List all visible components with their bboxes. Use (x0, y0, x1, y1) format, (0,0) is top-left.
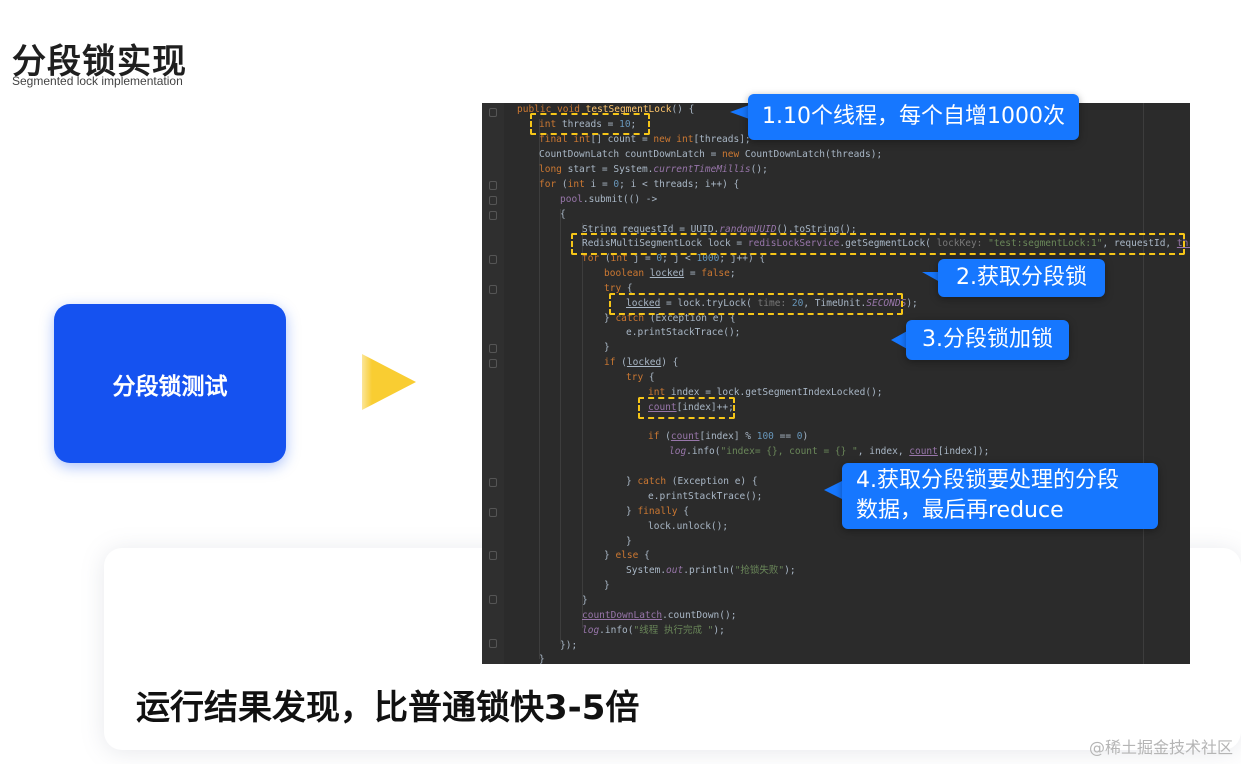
callout-4-pointer (824, 480, 844, 500)
watermark: @稀土掘金技术社区 (1088, 738, 1233, 757)
callout-3-text: 3.分段锁加锁 (922, 327, 1053, 352)
highlight-get-segment-lock (571, 233, 1185, 255)
arrow-fade (352, 354, 372, 410)
code-line: CountDownLatch countDownLatch = new Coun… (539, 149, 883, 160)
highlight-try-lock (609, 293, 903, 315)
fold-marker-icon (489, 359, 497, 368)
code-line: int threads = 10; (539, 119, 637, 130)
code-line: } (626, 536, 632, 547)
callout-4-text-line2: 数据，最后再reduce (856, 498, 1064, 523)
indent-guide (539, 119, 540, 659)
test-box-label: 分段锁测试 (112, 373, 228, 400)
callout-2-text: 2.获取分段锁 (956, 265, 1087, 290)
code-line: }); (560, 640, 578, 651)
code-gutter (482, 103, 504, 664)
code-line: } catch (Exception e) { (626, 476, 758, 487)
code-line: } (582, 595, 588, 606)
highlight-count-increment (638, 397, 735, 419)
fold-marker-icon (489, 595, 497, 604)
fold-marker-icon (489, 551, 497, 560)
fold-marker-icon (489, 108, 497, 117)
code-line: try { (626, 372, 655, 383)
fold-marker-icon (489, 181, 497, 190)
code-line: lock.unlock(); (648, 521, 729, 532)
fold-marker-icon (489, 639, 497, 648)
fold-marker-icon (489, 344, 497, 353)
code-line: log.info("线程 执行完成 "); (582, 625, 725, 636)
callout-3-pointer (891, 330, 909, 350)
callout-threads: 1.10个线程，每个自增1000次 (748, 94, 1079, 140)
code-line: int index = lock.getSegmentIndexLocked()… (648, 387, 883, 398)
callout-4-text-line1: 4.获取分段锁要处理的分段 (856, 468, 1119, 493)
code-line: System.out.println("抢锁失败"); (626, 565, 796, 576)
fold-marker-icon (489, 211, 497, 220)
code-line: count[index]++; (648, 402, 734, 413)
callout-2-pointer (922, 272, 940, 282)
code-line: try { (604, 283, 633, 294)
fold-marker-icon (489, 508, 497, 517)
callout-get-lock: 2.获取分段锁 (938, 259, 1105, 297)
code-line: e.printStackTrace(); (648, 491, 763, 502)
code-line: String requestId = UUID.randomUUID().toS… (582, 224, 857, 235)
code-line: } catch (Exception e) { (604, 313, 736, 324)
fold-marker-icon (489, 478, 497, 487)
code-line: countDownLatch.countDown(); (582, 610, 737, 621)
code-line: if (locked) { (604, 357, 679, 368)
page-title: 分段锁实现 (12, 42, 187, 82)
page-subtitle: Segmented lock implementation (12, 74, 183, 88)
code-line: log.info("index= {}, count = {} ", index… (669, 446, 990, 457)
code-line: long start = System.currentTimeMillis(); (539, 164, 768, 175)
code-line: } finally { (626, 506, 689, 517)
result-text: 运行结果发现，比普通锁快3-5倍 (136, 688, 640, 728)
callout-1-text: 1.10个线程，每个自增1000次 (762, 104, 1065, 129)
code-line: final int[] count = new int[threads]; (539, 134, 751, 145)
code-line: for (int j = 0; j < 1000; j++) { (582, 253, 766, 264)
code-line: pool.submit(() -> (560, 194, 658, 205)
fold-marker-icon (489, 285, 497, 294)
code-screenshot: public void testSegmentLock() { int thre… (482, 103, 1190, 664)
code-line: for (int i = 0; i < threads; i++) { (539, 179, 740, 190)
code-line: public void testSegmentLock() { (517, 104, 695, 115)
code-line: locked = lock.tryLock( time: 20, TimeUni… (626, 298, 918, 309)
code-line: } (604, 580, 610, 591)
right-margin-line (1143, 103, 1144, 664)
callout-1-pointer (730, 104, 752, 120)
code-line: boolean locked = false; (604, 268, 736, 279)
segment-lock-test-box: 分段锁测试 (54, 304, 286, 463)
code-line: } (604, 342, 610, 353)
code-line: e.printStackTrace(); (626, 327, 741, 338)
code-line: if (count[index] % 100 == 0) (648, 431, 809, 442)
indent-guide (560, 209, 561, 644)
code-line: } (539, 654, 545, 664)
fold-marker-icon (489, 255, 497, 264)
code-line: } else { (604, 550, 650, 561)
highlight-threads (530, 113, 650, 135)
callout-lock: 3.分段锁加锁 (906, 320, 1069, 360)
callout-segment-data: 4.获取分段锁要处理的分段 数据，最后再reduce (842, 463, 1158, 529)
indent-guide (582, 223, 583, 628)
fold-marker-icon (489, 196, 497, 205)
code-line: { (560, 209, 566, 220)
